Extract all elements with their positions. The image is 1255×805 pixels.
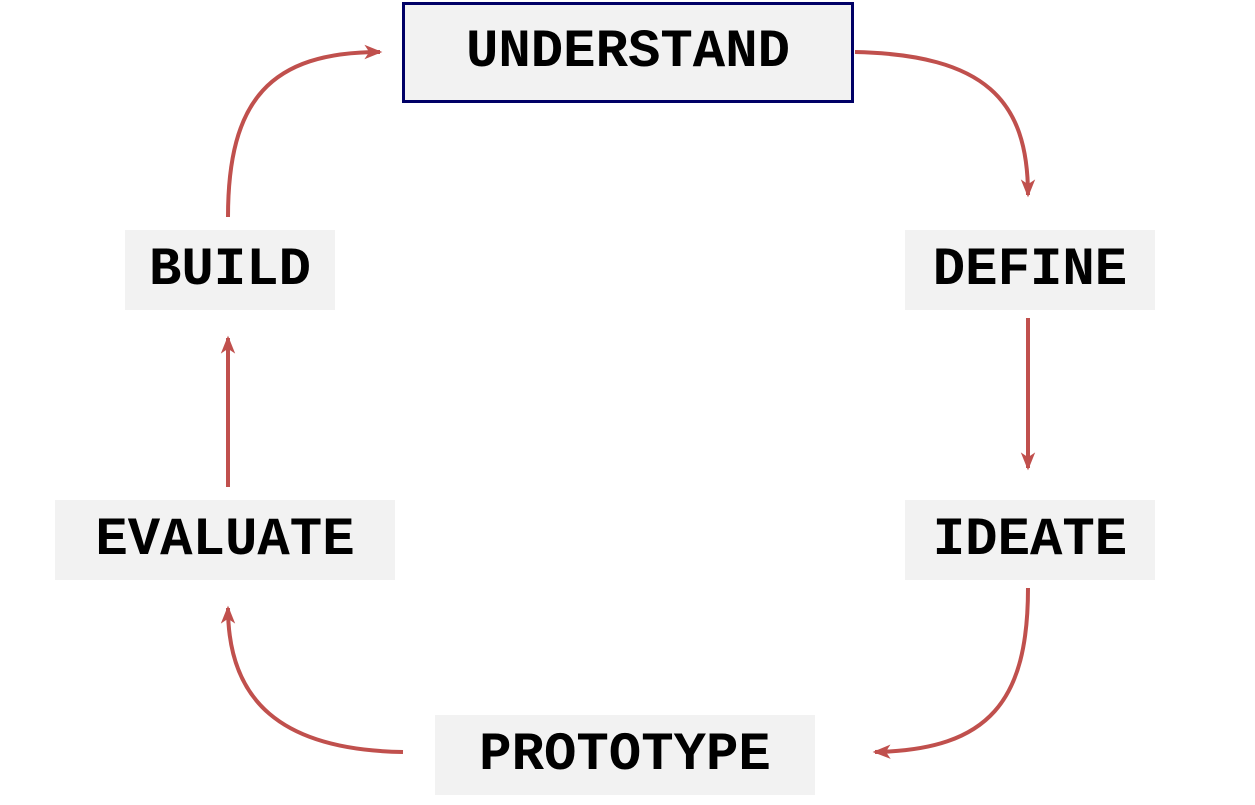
node-evaluate[interactable]: EVALUATE <box>55 500 395 580</box>
arrow-ideate-to-prototype <box>872 587 1030 759</box>
arrow-prototype-to-evaluate <box>220 605 404 754</box>
node-prototype[interactable]: PROTOTYPE <box>435 715 815 795</box>
arrow-build-to-understand <box>226 44 383 218</box>
arrow-understand-to-define <box>854 50 1036 198</box>
node-ideate[interactable]: IDEATE <box>905 500 1155 580</box>
node-build[interactable]: BUILD <box>125 230 335 310</box>
node-understand[interactable]: UNDERSTAND <box>402 2 854 103</box>
node-define[interactable]: DEFINE <box>905 230 1155 310</box>
